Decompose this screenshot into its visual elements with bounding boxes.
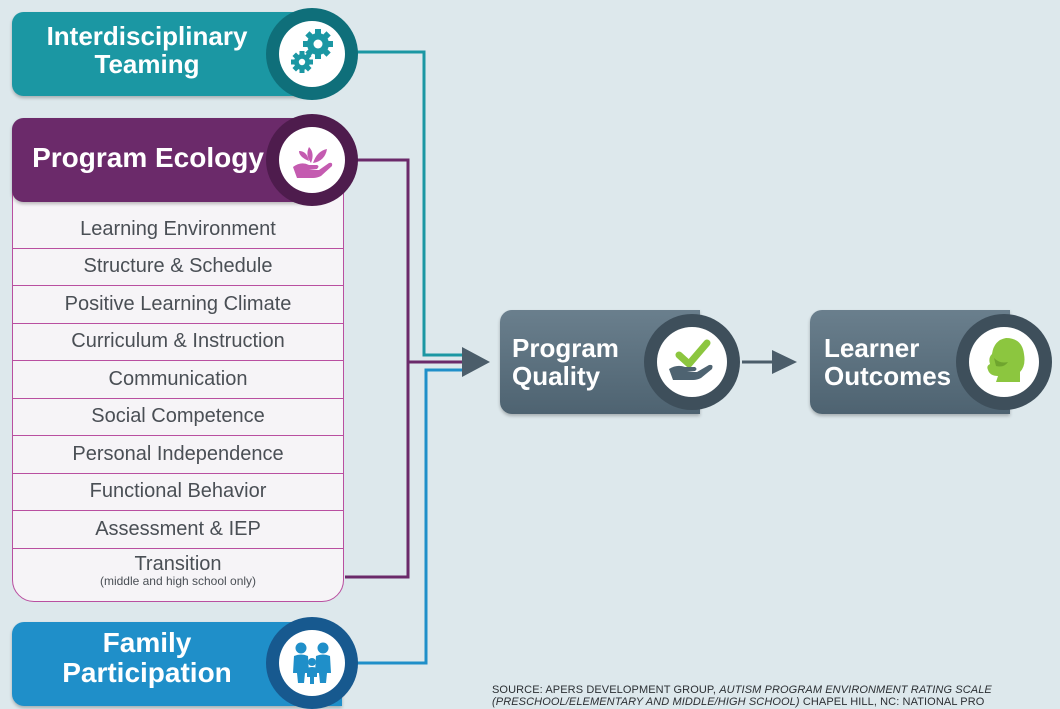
list-item-label: Social Competence [91,405,265,428]
interdisciplinary-title-line1: Interdisciplinary [46,21,248,51]
transition-note: (middle and high school only) [99,573,257,588]
list-item-label: Positive Learning Climate [64,292,292,315]
list-item-label: Learning Environment [80,217,276,240]
list-item: Assessment & IEP [13,511,343,549]
list-item: Learning Environment [13,211,343,249]
list-item: Positive Learning Climate [13,286,343,324]
source-prefix: SOURCE: APERS DEVELOPMENT GROUP, [492,684,720,696]
list-item: Curriculum & Instruction [13,324,343,361]
program-ecology-title: Program Ecology [32,142,264,173]
family-connector [352,368,470,665]
quality-arrowhead [462,347,490,377]
list-item: Personal Independence [13,436,343,474]
source-citation: SOURCE: APERS DEVELOPMENT GROUP, AUTISM … [492,684,992,708]
program-quality-line2: Quality [512,361,601,392]
list-item-label: Structure & Schedule [83,255,273,278]
family-icon-ring [266,617,358,709]
learner-outcomes-line2: Outcomes [824,361,952,392]
child-head-icon [976,332,1032,393]
transition-label: Transition [134,552,222,575]
gears-icon [286,26,338,83]
family-title-line1: Family [102,627,192,658]
hand-with-leaves-icon [287,133,337,188]
family-icon [286,635,338,692]
learner-outcomes-icon-ring [956,314,1052,410]
list-item: Functional Behavior [13,474,343,511]
program-quality-line1: Program [512,333,619,363]
program-ecology-icon-ring [266,114,358,206]
outcomes-arrowhead [772,350,797,374]
list-item-label: Communication [108,367,248,390]
family-title-line2: Participation [62,657,232,689]
hand-with-checkmark-icon [665,333,719,392]
ecology-top-connector [345,158,410,579]
source-subtitle: (PRESCHOOL/ELEMENTARY AND MIDDLE/HIGH SC… [492,696,800,708]
list-item-label: Functional Behavior [89,480,267,503]
list-item-label: Personal Independence [72,442,284,465]
source-title: AUTISM PROGRAM ENVIRONMENT RATING SCALE [719,684,992,696]
list-item: Structure & Schedule [13,249,343,286]
list-item-label: Assessment & IEP [95,517,261,540]
program-quality-icon-ring [644,314,740,410]
interdisciplinary-title-line2: Teaming [94,49,200,80]
teaming-connector [352,50,470,357]
interdisciplinary-icon-ring [266,8,358,100]
source-suffix: CHAPEL HILL, NC: NATIONAL PRO [799,696,985,708]
learner-outcomes-line1: Learner [824,333,920,363]
list-item-transition: Transition (middle and high school only) [13,549,343,593]
list-item: Social Competence [13,399,343,436]
list-item-label: Curriculum & Instruction [71,330,285,353]
list-item: Communication [13,361,343,399]
